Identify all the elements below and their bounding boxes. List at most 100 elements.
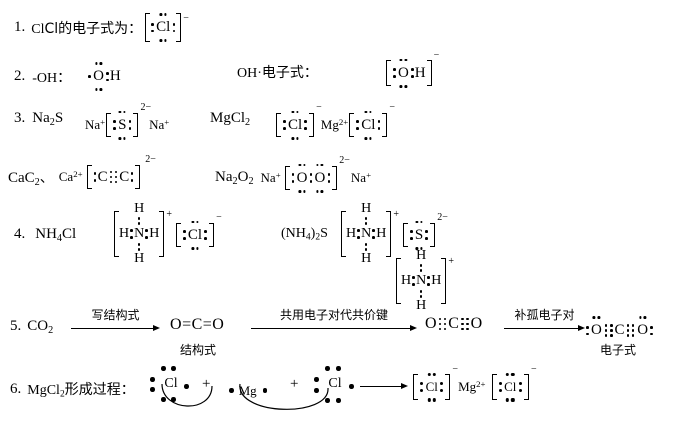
bonding-pair-right xyxy=(372,227,375,242)
nitrogen-row: H N H xyxy=(119,227,159,242)
charge-minus: − xyxy=(216,212,222,223)
lone-pair-right xyxy=(377,118,381,133)
item-7-reactant-cl-left: Cl xyxy=(148,364,194,404)
item-7-number: 6. xyxy=(10,380,22,397)
radical-dot xyxy=(88,69,91,84)
cation-na-left: Na+ xyxy=(260,170,281,185)
electron-dot xyxy=(349,384,354,389)
electron-dot xyxy=(262,388,268,393)
formula-mgcl2: MgCl2 xyxy=(210,110,251,128)
bonding-pair-bottom xyxy=(364,243,368,251)
electron-dot xyxy=(184,384,189,389)
item-1-number: 1. xyxy=(14,19,26,35)
atom-h-left: H xyxy=(346,226,357,241)
lone-pair-left xyxy=(183,228,186,243)
atom-o-left: O xyxy=(170,316,183,333)
atom-cl: Cl xyxy=(287,110,303,140)
electron-dot xyxy=(150,377,155,382)
atom-cl: Cl xyxy=(425,372,439,402)
product-chloride-right: Cl − xyxy=(491,365,537,402)
transfer-curve-left xyxy=(161,383,213,407)
atom-cl: Cl xyxy=(328,376,342,391)
bonding-pair-left xyxy=(412,274,415,289)
item-5-chloride: Cl − xyxy=(175,213,222,250)
atom-c: C xyxy=(614,322,625,338)
atom-o-left: O xyxy=(425,315,437,332)
reaction-arrow-1: 写结构式 xyxy=(68,306,163,332)
lone-pair-right xyxy=(304,118,307,133)
bonding-pair-right xyxy=(145,227,148,242)
lone-pair-left xyxy=(283,118,286,133)
bracket: H H N H H xyxy=(341,201,392,266)
dots-top xyxy=(592,316,600,319)
arrow-1-label: 写结构式 xyxy=(91,308,140,322)
nitrogen-row: H N H xyxy=(346,227,386,242)
formula-nh4cl: NH4Cl xyxy=(35,226,77,244)
item-7-reactant-mg: Mg xyxy=(229,380,268,399)
lone-pair-right xyxy=(130,170,134,185)
ammonium-ion: H H N H H xyxy=(401,248,441,313)
cation-ca: Ca2+ xyxy=(58,169,83,184)
dots-top xyxy=(316,163,324,167)
charge-plus: + xyxy=(166,209,172,220)
arrow-3-label: 补孤电子对 xyxy=(514,308,575,322)
atom-s: S xyxy=(414,220,424,250)
dots-top xyxy=(415,220,423,224)
bracket: Cl xyxy=(175,220,215,250)
item-4-na2o2-group: Na2O2 Na+ O O 2− xyxy=(215,156,371,193)
caption-electron-formula: 电子式 xyxy=(600,343,637,357)
dots-top xyxy=(506,372,515,376)
dots-top xyxy=(94,62,103,65)
triple-bond-dots-left xyxy=(438,316,447,332)
triple-bond-dots-right xyxy=(460,316,469,332)
item-1-structure-chloride: Cl − xyxy=(144,13,189,42)
dots-bottom xyxy=(291,136,299,140)
atom-h-top: H xyxy=(361,200,372,216)
item-5-structure-nh4cl: H H N H H + xyxy=(113,201,222,266)
bracket: Cl xyxy=(145,13,182,42)
atom-c: C xyxy=(448,315,459,332)
dots-bottom xyxy=(298,189,306,193)
product-cation-mg: Mg2+ xyxy=(458,379,486,394)
atom-s: S xyxy=(117,110,127,140)
electron-transfer-arrows xyxy=(161,383,329,410)
charge-plus: + xyxy=(448,256,454,267)
item-1-prompt: ClCl的电子式为： xyxy=(31,20,143,37)
atom-n: N xyxy=(361,226,372,241)
dots-bottom xyxy=(364,136,372,140)
atom-h-top: H xyxy=(134,200,145,216)
atom-o-right: O xyxy=(636,316,649,345)
item-1-row: 1. ClCl的电子式为： Cl − xyxy=(14,13,189,42)
atom-c-right: C xyxy=(119,168,130,185)
atom-h-bottom: H xyxy=(134,251,145,267)
lone-pair-right xyxy=(440,380,444,395)
charge-minus: − xyxy=(433,50,440,61)
electron-dot xyxy=(336,366,341,371)
charge-2minus: 2− xyxy=(140,102,152,113)
formula-nh42s: (NH4)2S xyxy=(281,226,328,243)
item-6-number: 5. xyxy=(10,318,22,335)
lone-pair-left xyxy=(151,20,154,35)
item-7-reactant-cl-right: Cl xyxy=(312,364,358,404)
reaction-arrow-2: 共用电子对代共价键 xyxy=(248,306,420,332)
arrow-3-line xyxy=(504,324,585,332)
item-5-row: 4. NH4Cl xyxy=(14,226,76,244)
lone-pair-right xyxy=(128,118,132,133)
electron-dot xyxy=(325,398,330,403)
atom-mg: Mg xyxy=(238,382,257,398)
triple-bond-dots-left xyxy=(604,323,613,339)
dots-top xyxy=(191,220,199,224)
atom-n: N xyxy=(134,226,145,241)
lone-pair-left xyxy=(420,380,424,395)
atom-cl: Cl xyxy=(155,13,171,42)
lone-pair-left xyxy=(93,170,97,185)
electron-dot xyxy=(161,366,166,371)
dots-bottom xyxy=(159,39,167,42)
dots-top xyxy=(364,110,372,114)
triple-bond-dots-right xyxy=(626,323,635,339)
reaction-arrow-3: 补孤电子对 xyxy=(501,306,588,332)
charge-2minus: 2− xyxy=(339,155,350,166)
lone-pair-right xyxy=(518,380,522,395)
atom-h-bottom: H xyxy=(361,251,372,267)
